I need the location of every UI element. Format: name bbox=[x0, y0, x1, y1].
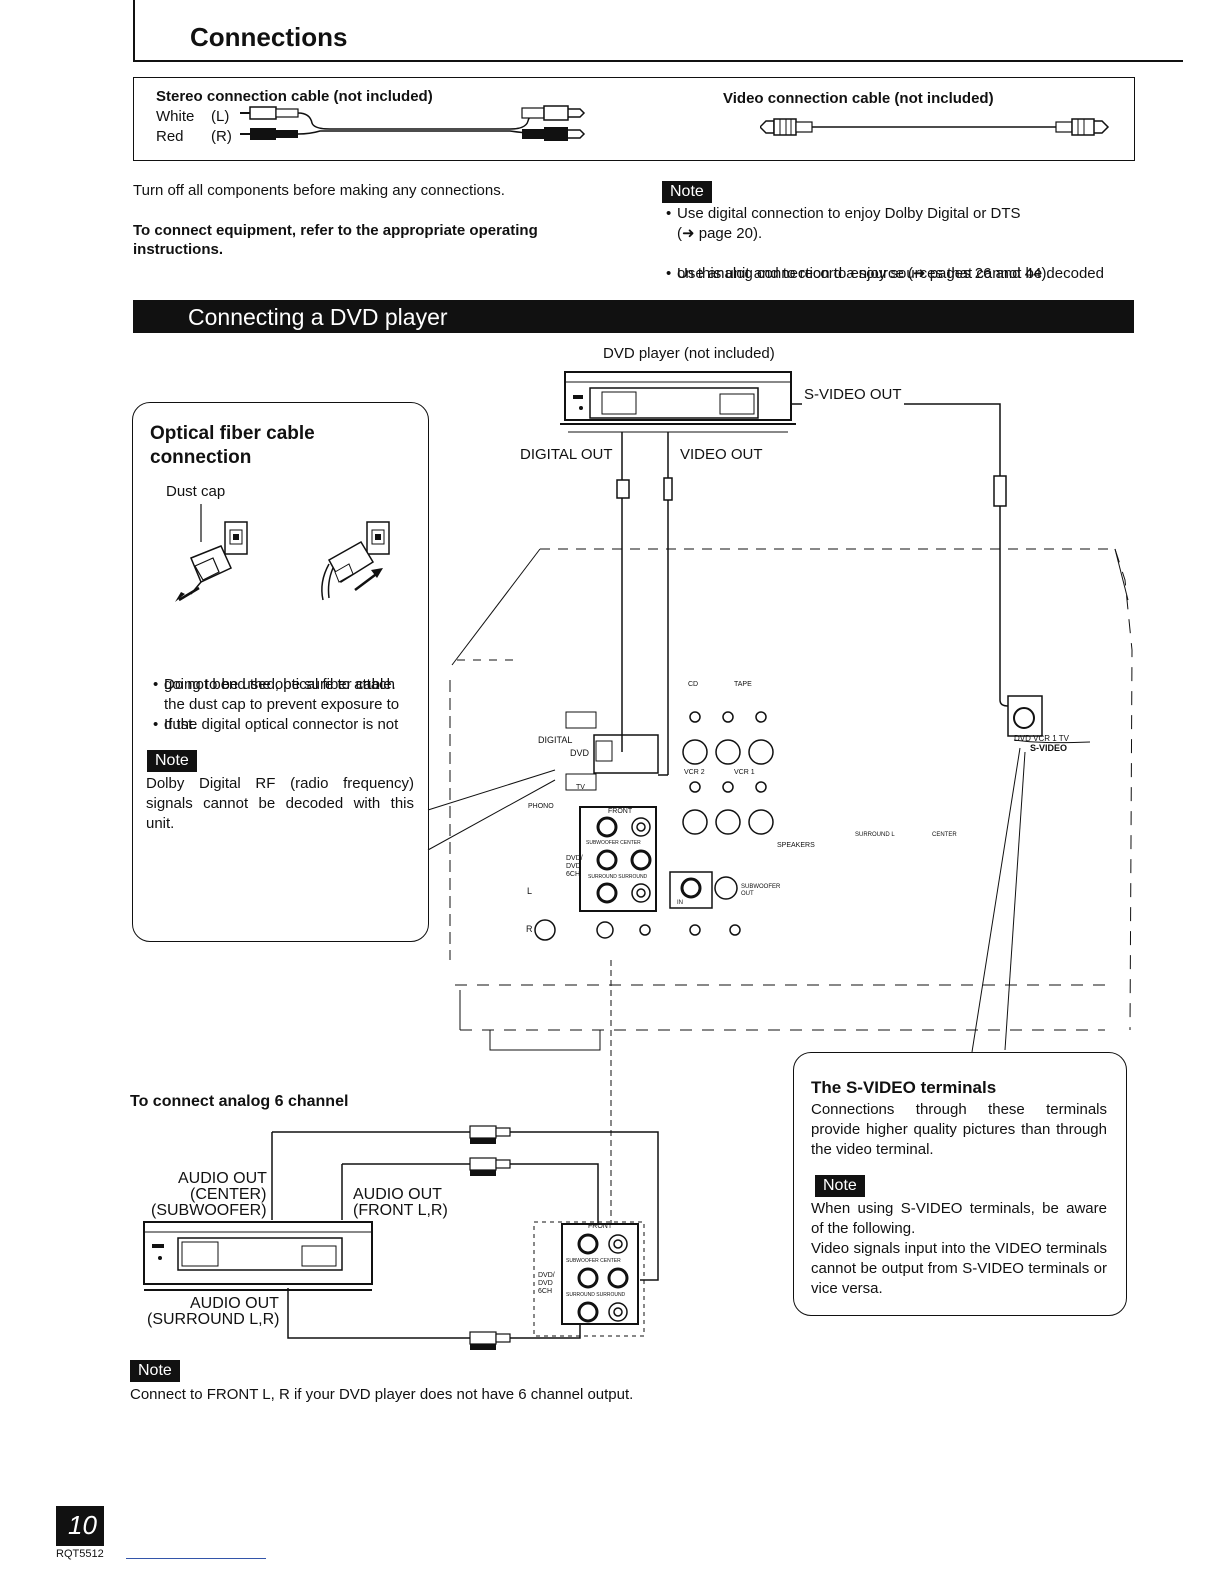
dvd-player-illustration bbox=[560, 371, 796, 433]
audio-out-surround-line2: (SURROUND L,R) bbox=[147, 1311, 280, 1328]
section-title: Connecting a DVD player bbox=[188, 304, 448, 330]
svideo-note-text1: When using S-VIDEO terminals, be aware o… bbox=[811, 1200, 1107, 1237]
red-label: Red bbox=[156, 128, 184, 145]
video-cable-illustration bbox=[760, 118, 1110, 136]
optical-bullet2-line3: the dust cap to prevent exposure to bbox=[164, 696, 400, 713]
label-speakers: SPEAKERS bbox=[777, 842, 815, 849]
label-digital: DIGITAL bbox=[538, 735, 573, 745]
label-front: FRONT bbox=[608, 808, 633, 815]
label-in: IN bbox=[677, 900, 683, 906]
red-channel: (R) bbox=[211, 128, 232, 145]
optical-bullet2-line2: going to be used, be sure to attach bbox=[164, 676, 395, 693]
optical-note-text: Dolby Digital RF (radio frequency) signa… bbox=[146, 775, 414, 832]
refer-text-line2: instructions. bbox=[133, 241, 224, 258]
top-note-line2b: on this unit and to record a source (➜ p… bbox=[677, 265, 1051, 282]
dust-cap-label: Dust cap bbox=[166, 483, 226, 500]
top-note-line1b: (➜ page 20). bbox=[677, 225, 763, 242]
turn-off-text: Turn off all components before making an… bbox=[133, 182, 505, 199]
label-dvd: DVD bbox=[570, 748, 590, 758]
stereo-cable-title: Stereo connection cable (not included) bbox=[156, 88, 433, 105]
label-phono: PHONO bbox=[528, 803, 554, 810]
page-number-box bbox=[56, 1506, 104, 1546]
header-rule-horizontal bbox=[133, 60, 1183, 62]
audio-out-center-line2: (CENTER) bbox=[190, 1186, 267, 1203]
label-vcr2: VCR 2 bbox=[684, 769, 705, 776]
svideo-box-title: The S-VIDEO terminals bbox=[811, 1078, 997, 1097]
white-label: White bbox=[156, 108, 195, 125]
digital-out-label: DIGITAL OUT bbox=[520, 446, 613, 463]
label-r: R bbox=[526, 924, 533, 934]
lower-label-surround: SURROUND SURROUND bbox=[566, 1292, 626, 1298]
optical-title-line1: Optical fiber cable bbox=[150, 423, 315, 444]
optical-note-tag: Note bbox=[147, 750, 197, 772]
doc-code: RQT5512 bbox=[56, 1548, 104, 1560]
label-subwoofer-out: SUBWOOFER OUT bbox=[741, 884, 781, 897]
svideo-note-tag: Note bbox=[815, 1175, 865, 1197]
optical-bullet2-line4: dust. bbox=[164, 716, 197, 733]
page-title: Connections bbox=[190, 22, 348, 52]
lower-label-dvd-6ch: DVD/ DVD 6CH bbox=[538, 1272, 555, 1295]
top-note-tag: Note bbox=[662, 181, 712, 203]
label-tv: TV bbox=[576, 784, 585, 791]
dvd-player-label: DVD player (not included) bbox=[603, 345, 775, 362]
label-surround-l: SURROUND L bbox=[855, 832, 895, 838]
refer-text-line1: To connect equipment, refer to the appro… bbox=[133, 222, 538, 239]
page-number: 10 bbox=[68, 1510, 97, 1540]
stereo-cable-illustration bbox=[240, 105, 586, 141]
video-out-label: VIDEO OUT bbox=[680, 446, 763, 463]
label-surround: SURROUND SURROUND bbox=[588, 874, 648, 880]
bottom-note-text: Connect to FRONT L, R if your DVD player… bbox=[130, 1386, 634, 1403]
label-svideo: S-VIDEO bbox=[1030, 743, 1068, 753]
lower-dvd-player bbox=[143, 1221, 373, 1291]
label-dvd-6ch: DVD/ DVD 6CH bbox=[566, 855, 583, 878]
white-channel: (L) bbox=[211, 108, 230, 125]
label-l: L bbox=[527, 886, 533, 896]
optical-bullet1: Do not bend the optical fiber cable. bbox=[153, 675, 1224, 695]
top-note-line2: Use analog connection to enjoy sources t… bbox=[666, 264, 1224, 284]
label-subwoofer-center: SUBWOOFER CENTER bbox=[586, 840, 641, 846]
analog-title: To connect analog 6 channel bbox=[130, 1093, 349, 1110]
label-center: CENTER bbox=[932, 832, 957, 838]
audio-out-front-line2: (FRONT L,R) bbox=[353, 1202, 448, 1219]
dust-cap-illustration bbox=[175, 504, 390, 602]
label-dvd-vcr1-tv: DVD VCR 1 TV bbox=[1014, 734, 1069, 743]
header-rule-vertical bbox=[133, 0, 135, 62]
svideo-note-text2: Video signals input into the VIDEO termi… bbox=[811, 1240, 1107, 1297]
footer-rule bbox=[126, 1558, 266, 1559]
audio-out-surround-line1: AUDIO OUT bbox=[190, 1295, 279, 1312]
svideo-box-text: Connections through these terminals prov… bbox=[811, 1101, 1107, 1158]
audio-out-front-line1: AUDIO OUT bbox=[353, 1186, 442, 1203]
svideo-out-label: S-VIDEO OUT bbox=[802, 385, 904, 405]
label-vcr1: VCR 1 bbox=[734, 769, 755, 776]
bottom-note-tag: Note bbox=[130, 1360, 180, 1382]
lower-label-front: FRONT bbox=[588, 1223, 613, 1230]
audio-out-center-line3: (SUBWOOFER) bbox=[151, 1202, 267, 1219]
lower-label-subwoofer-center: SUBWOOFER CENTER bbox=[566, 1258, 621, 1264]
section-bar bbox=[133, 300, 1134, 333]
optical-title-line2: connection bbox=[150, 447, 252, 468]
optical-fiber-box bbox=[132, 402, 429, 942]
cable-box bbox=[133, 77, 1135, 161]
top-note-line1: Use digital connection to enjoy Dolby Di… bbox=[666, 204, 1224, 224]
svideo-box bbox=[793, 1052, 1127, 1316]
audio-out-center-line1: AUDIO OUT bbox=[178, 1170, 267, 1187]
video-cable-title: Video connection cable (not included) bbox=[723, 90, 994, 107]
optical-bullet2-line1: If the digital optical connector is not bbox=[153, 715, 1224, 735]
